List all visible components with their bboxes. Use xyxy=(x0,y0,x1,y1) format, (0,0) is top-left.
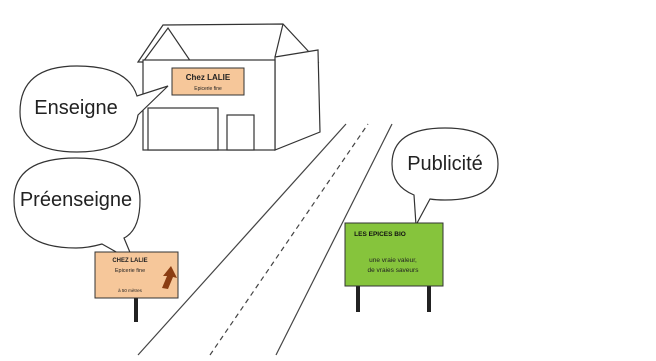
billboard-line-1: une vraie valeur, xyxy=(369,257,417,264)
building-side-wall xyxy=(275,50,320,150)
callout-preenseigne: Préenseigne xyxy=(14,158,140,262)
pre-sign: CHEZ LALIE Epicerie fine à 50 mètres xyxy=(95,252,178,322)
pre-sign-subtitle: Epicerie fine xyxy=(115,268,145,274)
road-center-dashed-line xyxy=(210,124,368,355)
building-window xyxy=(148,108,218,150)
callout-enseigne-label: Enseigne xyxy=(34,97,117,119)
billboard-title: LES EPICES BIO xyxy=(354,231,406,238)
callout-publicite-bubble xyxy=(392,128,498,225)
callout-publicite-label: Publicité xyxy=(407,153,483,175)
shop-sign-name: Chez LALIE xyxy=(186,73,231,82)
billboard-line-2: de vraies saveurs xyxy=(368,267,420,274)
building-door xyxy=(227,115,254,150)
road-left-edge xyxy=(138,124,346,355)
shop-sign-subtitle: Epicerie fine xyxy=(194,86,222,92)
billboard: LES EPICES BIO une vraie valeur, de vrai… xyxy=(345,223,443,312)
callout-publicite: Publicité xyxy=(392,128,498,225)
pre-sign-name: CHEZ LALIE xyxy=(112,258,147,264)
billboard-left-post xyxy=(356,286,360,312)
callout-preenseigne-label: Préenseigne xyxy=(20,189,132,211)
pre-sign-distance: à 50 mètres xyxy=(118,288,143,293)
billboard-right-post xyxy=(427,286,431,312)
pre-sign-post xyxy=(134,298,138,322)
shop-sign: Chez LALIE Epicerie fine xyxy=(172,68,244,95)
